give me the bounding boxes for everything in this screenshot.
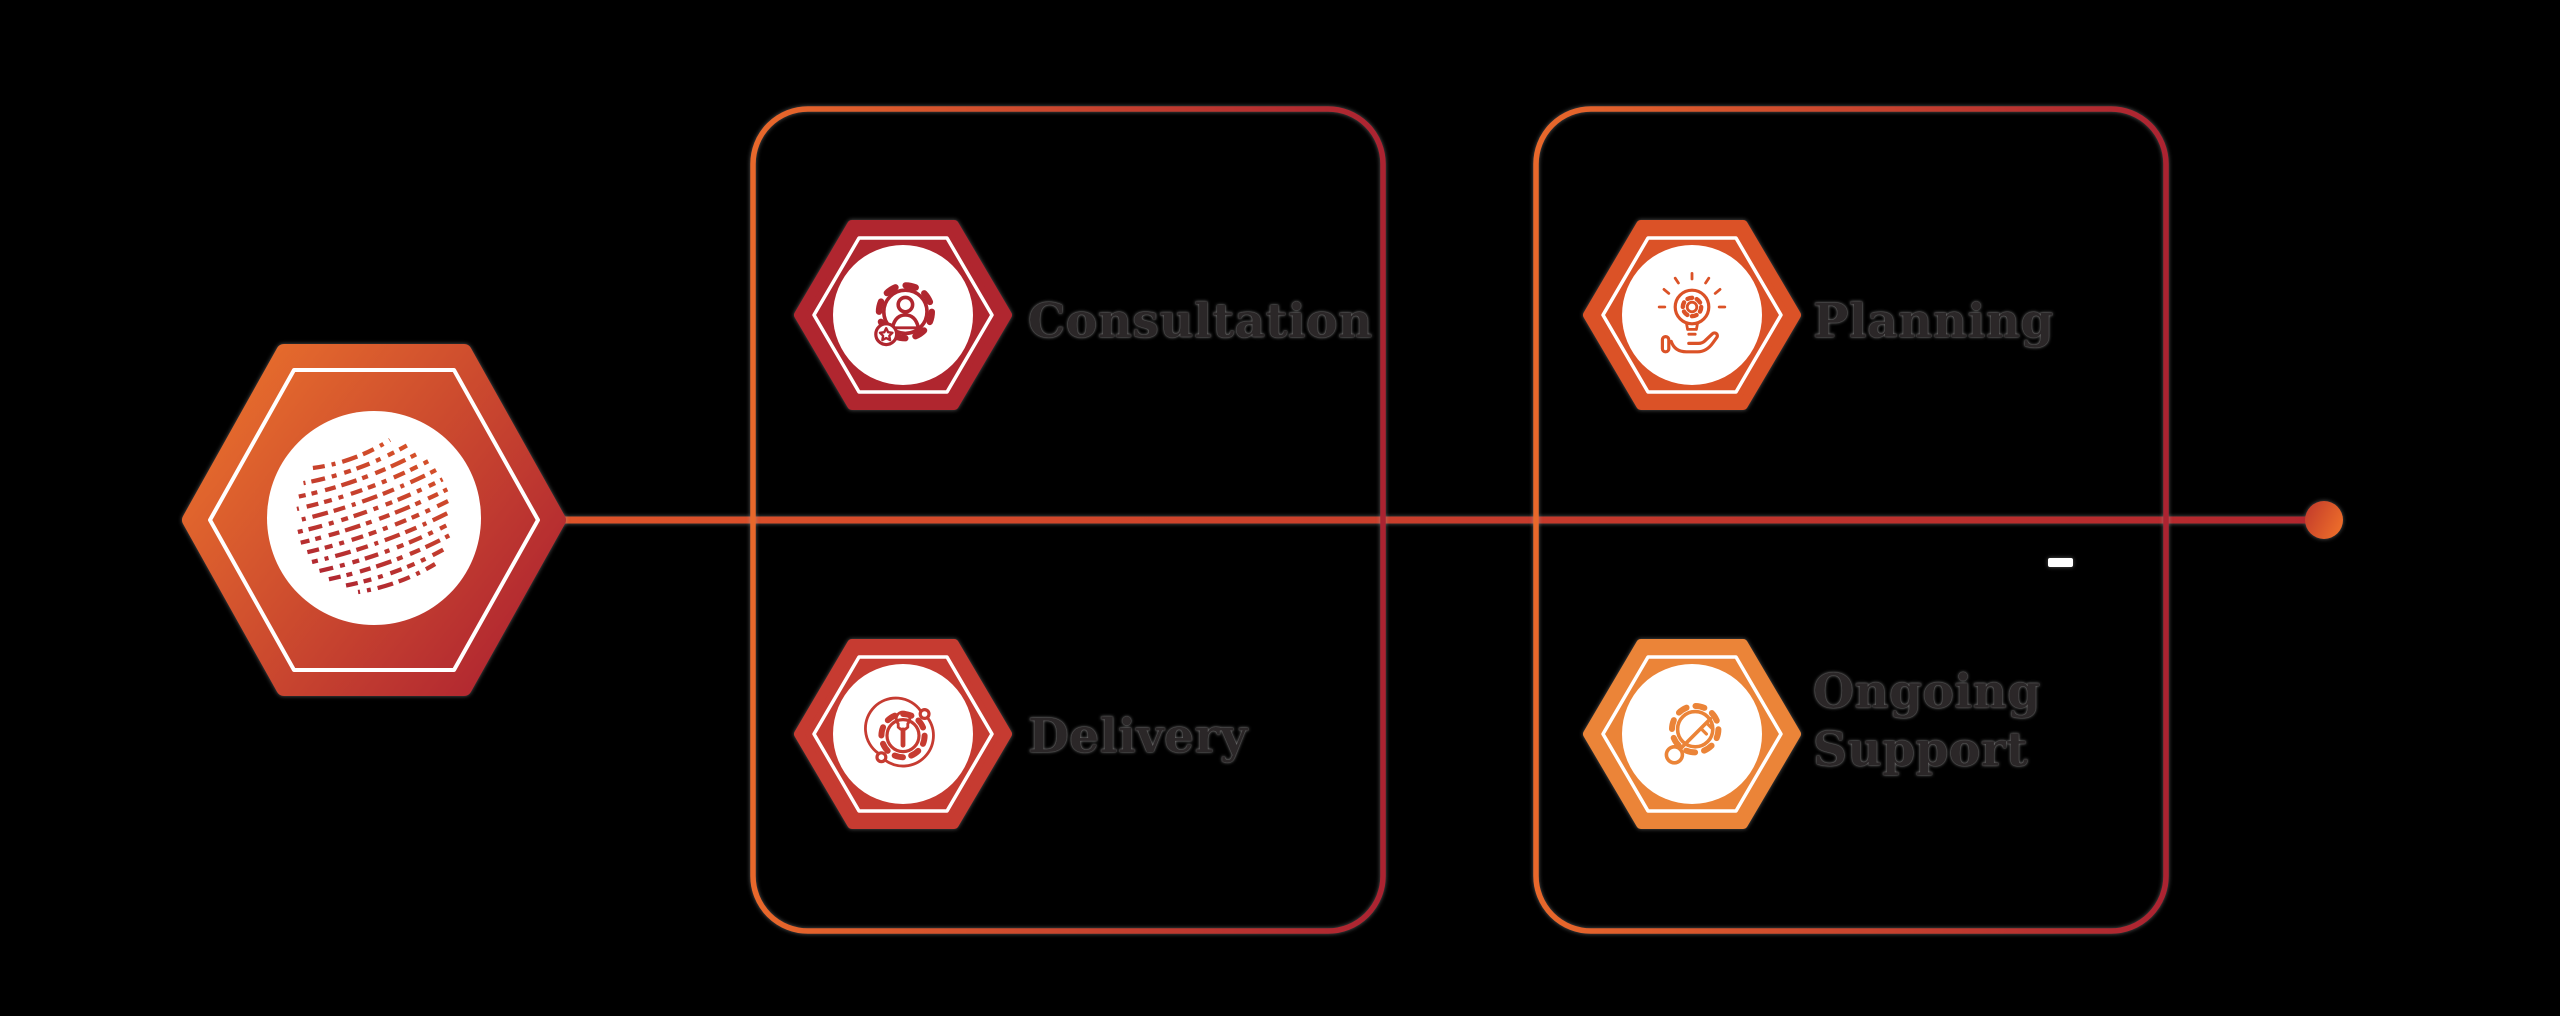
medallion-planning xyxy=(1583,220,1801,410)
endpoint-dot xyxy=(2305,501,2343,539)
medallion-white-disc xyxy=(1622,664,1762,804)
gear-key-icon xyxy=(1664,703,1722,765)
white-ring-hexagon xyxy=(812,236,994,394)
lightbulb-gear-hand-icon xyxy=(1657,272,1727,354)
white-ring-hexagon xyxy=(812,655,994,813)
white-ring-hexagon xyxy=(1601,655,1783,813)
medallion-consultation xyxy=(794,220,1012,410)
globe-icon xyxy=(296,438,453,595)
hub-hexagon xyxy=(182,344,566,696)
medallion-ongoing-support xyxy=(1583,639,1801,829)
step-label-ongoing-support: Ongoing Support xyxy=(1813,664,2041,778)
panel-right xyxy=(1533,106,2169,934)
panel-left xyxy=(750,106,1386,934)
medallion-delivery xyxy=(794,639,1012,829)
white-ring-hexagon xyxy=(1601,236,1783,394)
user-gear-star-icon xyxy=(874,282,936,347)
step-label-consultation: Consultation xyxy=(1028,293,1373,349)
stray-dash xyxy=(2048,558,2073,567)
white-ring-hexagon xyxy=(208,368,540,672)
step-label-planning: Planning xyxy=(1813,293,2054,349)
step-label-delivery: Delivery xyxy=(1028,708,1248,764)
hub-white-disc xyxy=(267,411,481,625)
gear-wrench-orbit-icon xyxy=(864,696,935,768)
